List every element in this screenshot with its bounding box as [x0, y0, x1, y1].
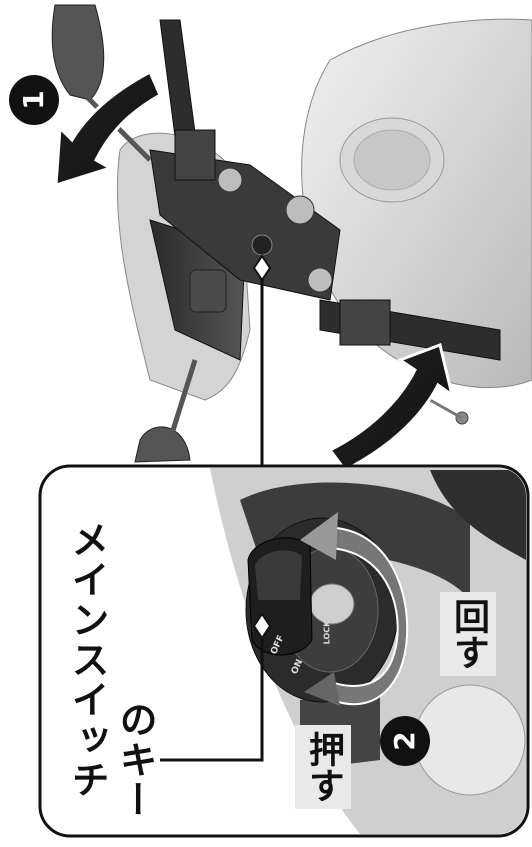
- switch-mark-lock: LOCK: [322, 621, 331, 645]
- motorcycle-illustration: [52, 5, 532, 462]
- label-push: 押す: [295, 725, 351, 809]
- step-2-number: 2: [380, 716, 430, 766]
- main-switch-location: [252, 235, 272, 255]
- left-mirror: [52, 5, 104, 100]
- key-cylinder: [310, 584, 354, 624]
- label-key: のキー: [108, 700, 163, 820]
- step-1-number: 1: [9, 75, 59, 125]
- right-mirror: [135, 427, 190, 462]
- label-turn: 回す: [440, 592, 496, 676]
- label-main-switch: メインスイッチ: [60, 520, 115, 800]
- rotate-arrow-lower: [330, 345, 452, 470]
